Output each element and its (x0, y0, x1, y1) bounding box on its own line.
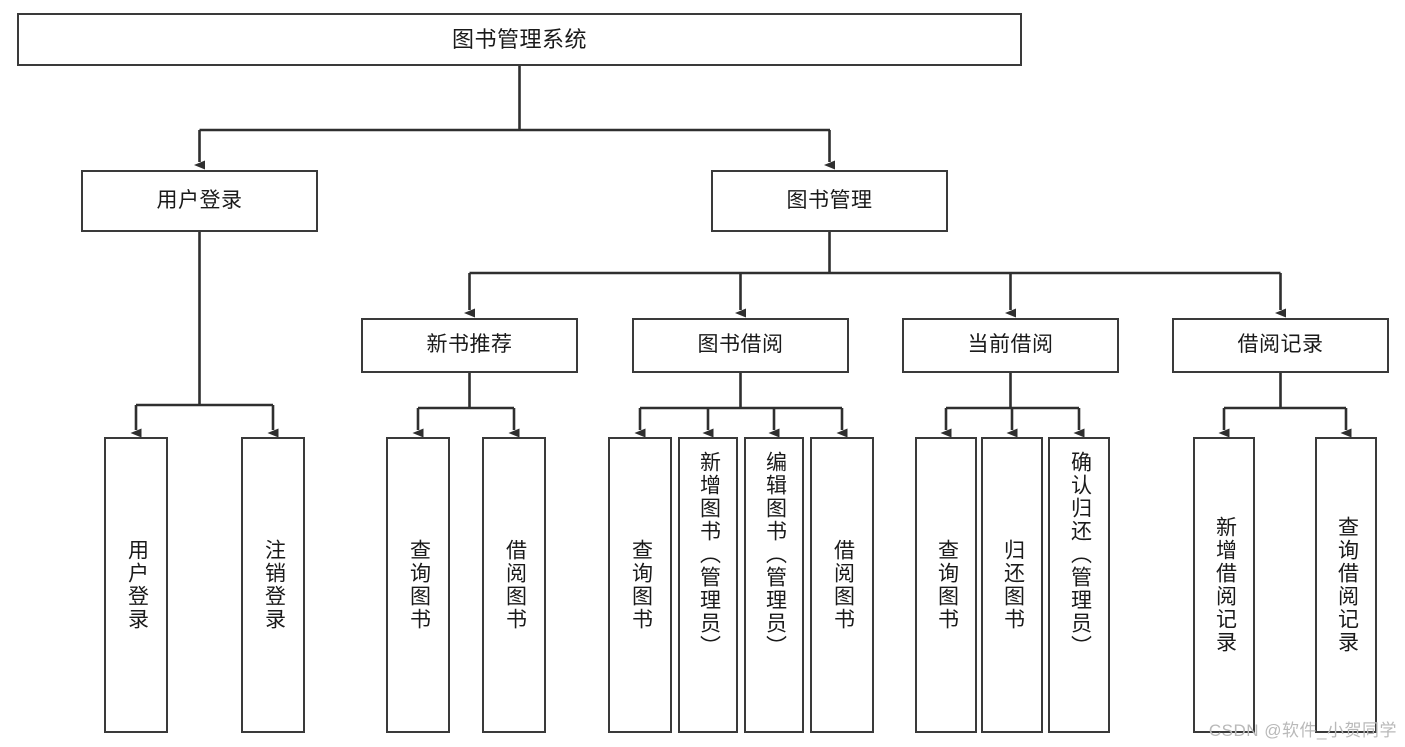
node-leaf-query-book-3[interactable]: 查询图书 (915, 437, 977, 733)
node-current-borrow[interactable]: 当前借阅 (902, 318, 1119, 373)
node-leaf-confirm-return[interactable]: 确认归还（管理员） (1048, 437, 1110, 733)
node-leaf-query-book-2[interactable]: 查询图书 (608, 437, 672, 733)
node-leaf-borrow-book-2-label: 借阅图书 (831, 539, 855, 631)
node-leaf-query-book-2-label: 查询图书 (629, 539, 653, 631)
node-book-borrow[interactable]: 图书借阅 (632, 318, 849, 373)
node-leaf-query-book-3-label: 查询图书 (935, 539, 959, 631)
node-leaf-edit-book-label: 编辑图书（管理员） (763, 451, 787, 658)
node-leaf-logout-label: 注销登录 (262, 539, 286, 631)
node-leaf-query-book-1-label: 查询图书 (407, 539, 431, 631)
node-leaf-borrow-book-1-label: 借阅图书 (503, 539, 527, 631)
node-leaf-add-book[interactable]: 新增图书（管理员） (678, 437, 738, 733)
node-leaf-logout[interactable]: 注销登录 (241, 437, 305, 733)
node-leaf-query-record-label: 查询借阅记录 (1335, 516, 1359, 654)
node-leaf-add-record-label: 新增借阅记录 (1213, 516, 1237, 654)
node-new-book-recommend[interactable]: 新书推荐 (361, 318, 578, 373)
node-user-login[interactable]: 用户登录 (81, 170, 318, 232)
node-book-manage-label: 图书管理 (786, 188, 873, 212)
node-leaf-add-record[interactable]: 新增借阅记录 (1193, 437, 1255, 733)
node-root-label: 图书管理系统 (451, 26, 587, 52)
node-leaf-user-login-label: 用户登录 (125, 539, 149, 631)
node-borrow-record-label: 借阅记录 (1237, 333, 1324, 357)
node-current-borrow-label: 当前借阅 (967, 333, 1054, 357)
node-new-book-recommend-label: 新书推荐 (426, 333, 513, 357)
node-root[interactable]: 图书管理系统 (17, 13, 1022, 66)
node-book-borrow-label: 图书借阅 (697, 333, 784, 357)
node-leaf-borrow-book-1[interactable]: 借阅图书 (482, 437, 546, 733)
node-user-login-label: 用户登录 (156, 188, 243, 212)
node-leaf-borrow-book-2[interactable]: 借阅图书 (810, 437, 874, 733)
node-leaf-query-record[interactable]: 查询借阅记录 (1315, 437, 1377, 733)
node-leaf-confirm-return-label: 确认归还（管理员） (1068, 451, 1092, 658)
node-borrow-record[interactable]: 借阅记录 (1172, 318, 1389, 373)
node-book-manage[interactable]: 图书管理 (711, 170, 948, 232)
watermark: CSDN @软件_小贺同学 (1208, 721, 1397, 740)
node-leaf-user-login[interactable]: 用户登录 (104, 437, 168, 733)
node-leaf-return-book-label: 归还图书 (1001, 539, 1025, 631)
node-leaf-query-book-1[interactable]: 查询图书 (386, 437, 450, 733)
node-leaf-edit-book[interactable]: 编辑图书（管理员） (744, 437, 804, 733)
node-leaf-add-book-label: 新增图书（管理员） (697, 451, 721, 658)
node-leaf-return-book[interactable]: 归还图书 (981, 437, 1043, 733)
